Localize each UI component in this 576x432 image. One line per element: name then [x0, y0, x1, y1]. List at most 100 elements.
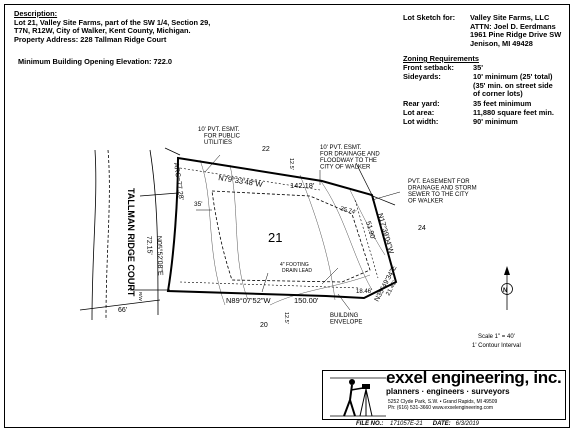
zoning-value-line: 10' minimum (25' total) [473, 72, 553, 81]
minimum-elevation: Minimum Building Opening Elevation: 722.… [18, 57, 172, 66]
zoning-value-line: of corner lots) [473, 89, 523, 98]
east-line-bearing: N17°39'04"W [376, 212, 395, 255]
client-line-4: Jenison, MI 49428 [470, 38, 533, 48]
logo-frame [322, 370, 566, 420]
scale-block: Scale 1" = 40' 1' Contour Interval [472, 334, 521, 349]
description-heading: Description: [14, 9, 58, 18]
north-arrow-head [504, 266, 510, 275]
road-width-line [79, 299, 161, 311]
zoning-key: Lot area: [403, 108, 435, 117]
storm-easement-note: PVT. EASEMENT FOR DRAINAGE AND STORM SEW… [408, 179, 478, 205]
file-date: 6/3/2019 [455, 421, 479, 427]
street-row-label: R/W [138, 292, 143, 302]
file-number: 171057E-21 [390, 421, 423, 427]
street-name: TALLMAN RIDGE COURT [126, 188, 136, 297]
date-label: DATE: [432, 421, 451, 427]
adjacent-lot-south: 20 [260, 322, 268, 329]
lot-sketch-label: Lot Sketch for: [403, 13, 456, 22]
adjacent-lines [130, 147, 396, 291]
zoning-key: Lot width: [403, 117, 439, 126]
note-line: OF WALKER [408, 199, 444, 205]
easement-line [354, 199, 379, 279]
lot-line [355, 162, 373, 196]
drainage-easement-note: 10' PVT. ESMT. FOR DRAINAGE AND FLOODWAY… [320, 145, 381, 171]
contour-line [269, 274, 371, 306]
contour-line [299, 174, 336, 301]
adjacent-lot-east: 24 [418, 225, 426, 232]
zoning-heading: Zoning Requirements [403, 54, 479, 63]
lot-line [164, 147, 181, 156]
contour-line [199, 159, 226, 306]
note-line: 10' PVT. ESMT. [198, 127, 240, 133]
front-setback-dim: 35' [194, 201, 202, 208]
ne-line-distance: 35.74' [339, 206, 356, 216]
south-line-bearing: N89°07'52"W [226, 296, 272, 305]
client-line-1: Valley Site Farms, LLC [470, 13, 550, 22]
lot-number: 21 [268, 230, 282, 245]
description-line-3: Property Address: 228 Tallman Ridge Cour… [14, 34, 167, 44]
north-line-bearing: N79°33'48"W [218, 173, 264, 189]
note-line: BUILDING [330, 313, 359, 319]
street-edge-west [91, 149, 97, 321]
client-line-2: ATTN: Joel D. Eerdmans [470, 21, 556, 31]
zoning-key: Rear yard: [403, 99, 440, 108]
footing-lead-line [261, 272, 269, 293]
street-lines [79, 149, 161, 321]
easement-width-south: 12.5' [283, 312, 289, 324]
zoning-value: 10' minimum (25' total) (35' min. on str… [473, 72, 553, 99]
surveyor-icon [330, 377, 386, 417]
client-address: Valley Site Farms, LLC ATTN: Joel D. Eer… [470, 13, 562, 48]
note-line: DRAINAGE AND STORM [408, 186, 477, 192]
note-line: 10' PVT. ESMT. [320, 145, 362, 151]
leader-line [321, 267, 339, 285]
contour-interval: 1' Contour Interval [472, 343, 521, 349]
lot-line [369, 194, 396, 206]
east-line-distance: 51.90' [364, 221, 376, 241]
zoning-value: 11,880 square feet min. [473, 108, 554, 117]
drawing-sheet [4, 4, 570, 428]
note-line: ENVELOPE [330, 320, 362, 326]
road-width: 66' [118, 307, 127, 314]
zoning-key: Sideyards: [403, 72, 441, 81]
company-address-line-2: Ph: (616) 531-3660 www.exxelengineering.… [388, 405, 494, 411]
contour-line [319, 179, 373, 291]
description-block: Description: Lot 21, Valley Site Farms, … [14, 9, 211, 44]
company-name: exxel engineering, inc. [386, 368, 562, 387]
easement-lines [179, 167, 379, 289]
west-chord-distance: 72.15' [145, 236, 153, 255]
note-line: UTILITIES [204, 140, 232, 146]
file-label: FILE NO.: [356, 421, 384, 427]
south-line-distance: 150.00' [294, 296, 319, 305]
footing-drain-note: 4" FOOTING DRAIN LEAD [280, 262, 312, 274]
contour-line [349, 189, 386, 256]
company-address-line-1: 5252 Clyde Park, S.W. • Grand Rapids, MI… [388, 399, 498, 405]
file-line: FILE NO.: 171057E-21 DATE: 6/3/2019 [356, 421, 479, 427]
north-arrow [501, 266, 513, 310]
description-line-1: Lot 21, Valley Site Farms, part of the S… [14, 17, 211, 27]
description-line-2: T7N, R12W, City of Walker, Kent County, … [14, 26, 191, 35]
note-line: FOR DRAINAGE AND [320, 152, 380, 158]
lot-21-boundary [166, 156, 398, 300]
south-short-distance: 18.46' [356, 289, 372, 295]
note-line: 4" FOOTING [280, 262, 309, 268]
company-logo-block: exxel engineering, inc. planners · engin… [322, 366, 566, 424]
zoning-value-line: (35' min. on street side [473, 80, 553, 90]
note-line: PVT. EASEMENT FOR [408, 179, 470, 185]
company-address: 5252 Clyde Park, S.W. • Grand Rapids, MI… [388, 399, 497, 411]
contour-lines [199, 159, 386, 306]
note-line: SEWER TO THE CITY [408, 192, 469, 198]
zoning-value: 35 feet minimum [473, 99, 532, 108]
client-line-3: 1961 Pine Ridge Drive SW [470, 30, 562, 39]
north-line-distance: 142.18' [290, 181, 315, 190]
building-envelope-note: BUILDING ENVELOPE [330, 313, 362, 326]
note-line: DRAIN LEAD [282, 268, 312, 274]
plat-labels: 21 22 24 20 N79°33'48"W 142.18' 35.74' N… [118, 146, 507, 329]
zoning-value: 35' [473, 63, 483, 72]
west-chord-bearing: N05°52'08"E [155, 236, 164, 276]
street-edge-east [149, 149, 159, 316]
company-tagline: planners · engineers · surveyors [386, 387, 510, 396]
easement-width-north: 12.5' [288, 158, 294, 170]
utility-easement-note: 10' PVT. ESMT. FOR PUBLIC UTILITIES [198, 127, 242, 146]
zoning-key: Front setback: [403, 63, 454, 72]
